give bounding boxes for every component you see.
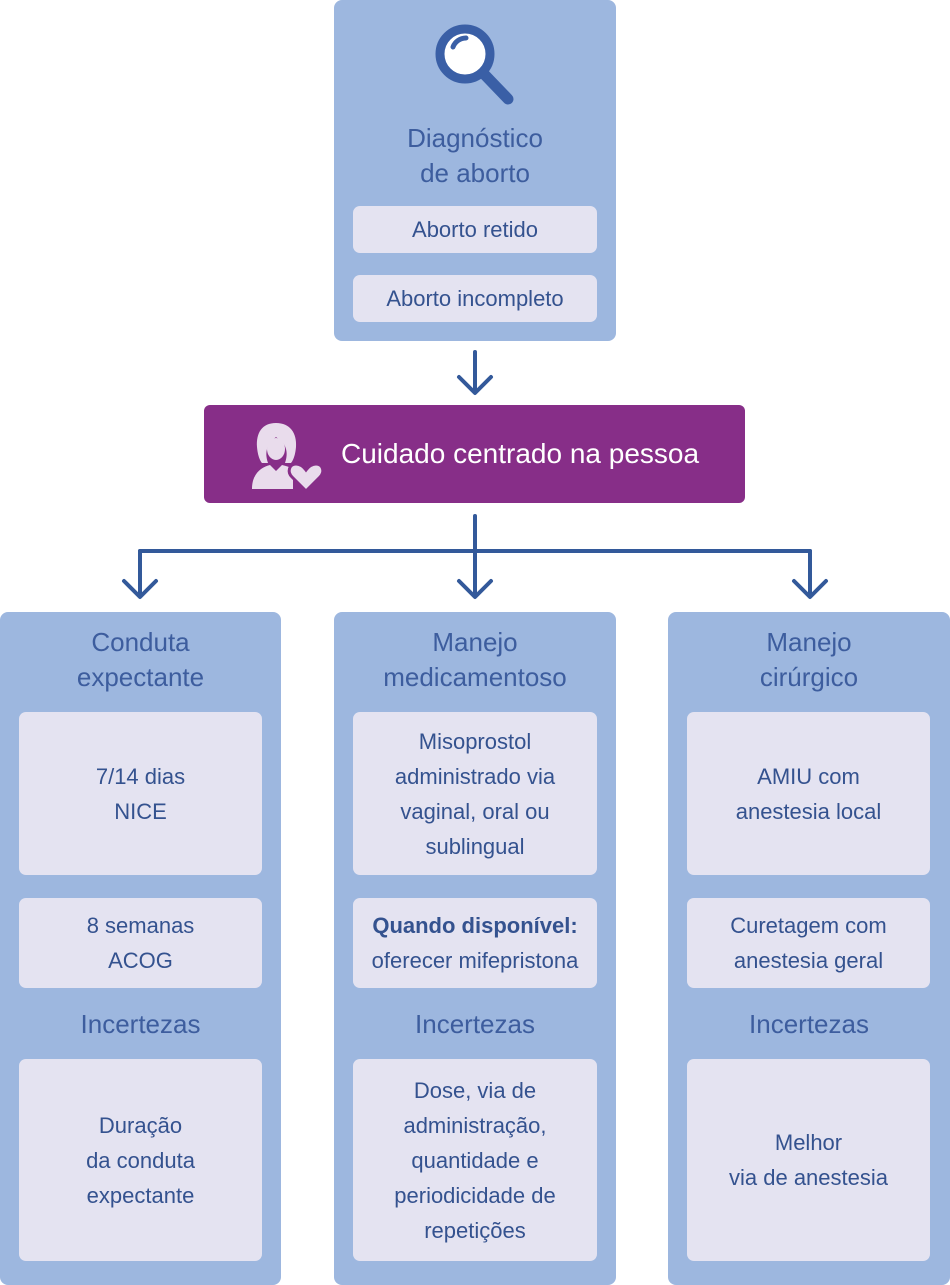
person-centered-care-box: Cuidado centrado na pessoa — [204, 405, 745, 503]
expectant-option-acog: 8 semanas ACOG — [19, 898, 262, 988]
medical-option-misoprostol: Misoprostol administrado via vaginal, or… — [353, 712, 597, 875]
column-surgical-title: Manejo cirúrgico — [759, 627, 859, 692]
surgical-uncertainty-text: Melhor via de anestesia — [687, 1059, 930, 1261]
person-centered-care-label: Cuidado centrado na pessoa — [341, 438, 700, 469]
surgical-option-amiu: AMIU com anestesia local — [687, 712, 930, 875]
column-expectant-panel: Conduta expectante 7/14 dias NICE 8 sema… — [0, 612, 281, 1285]
mifepristone-bold-label: Quando disponível: — [372, 913, 578, 938]
person-heart-icon — [248, 419, 326, 495]
expectant-option-nice: 7/14 dias NICE — [19, 712, 262, 875]
expectant-uncertainty-heading: Incertezas — [80, 1009, 201, 1039]
medical-uncertainty-text: Dose, via de administração, quantidade e… — [353, 1059, 597, 1261]
column-surgical-panel: Manejo cirúrgico AMIU com anestesia loca… — [668, 612, 950, 1285]
column-medical-title: Manejo medicamentoso — [383, 627, 567, 692]
diagnosis-item-retido: Aborto retido — [353, 206, 597, 253]
medical-option-mifepristone: Quando disponível: oferecer mifepristona — [353, 898, 597, 988]
diagnosis-title: Diagnóstico de aborto — [407, 123, 543, 188]
expectant-uncertainty-text: Duração da conduta expectante — [19, 1059, 262, 1261]
surgical-option-curettage: Curetagem com anestesia geral — [687, 898, 930, 988]
medical-uncertainty-heading: Incertezas — [415, 1009, 535, 1039]
diagnosis-panel: Diagnóstico de aborto Aborto retido Abor… — [334, 0, 616, 341]
mifepristone-text: oferecer mifepristona — [371, 948, 579, 973]
diagnosis-item-incompleto: Aborto incompleto — [353, 275, 597, 322]
surgical-uncertainty-heading: Incertezas — [749, 1009, 869, 1039]
column-expectant-title: Conduta expectante — [76, 627, 205, 692]
search-icon — [432, 20, 518, 106]
column-medical-panel: Manejo medicamentoso Misoprostol adminis… — [334, 612, 616, 1285]
